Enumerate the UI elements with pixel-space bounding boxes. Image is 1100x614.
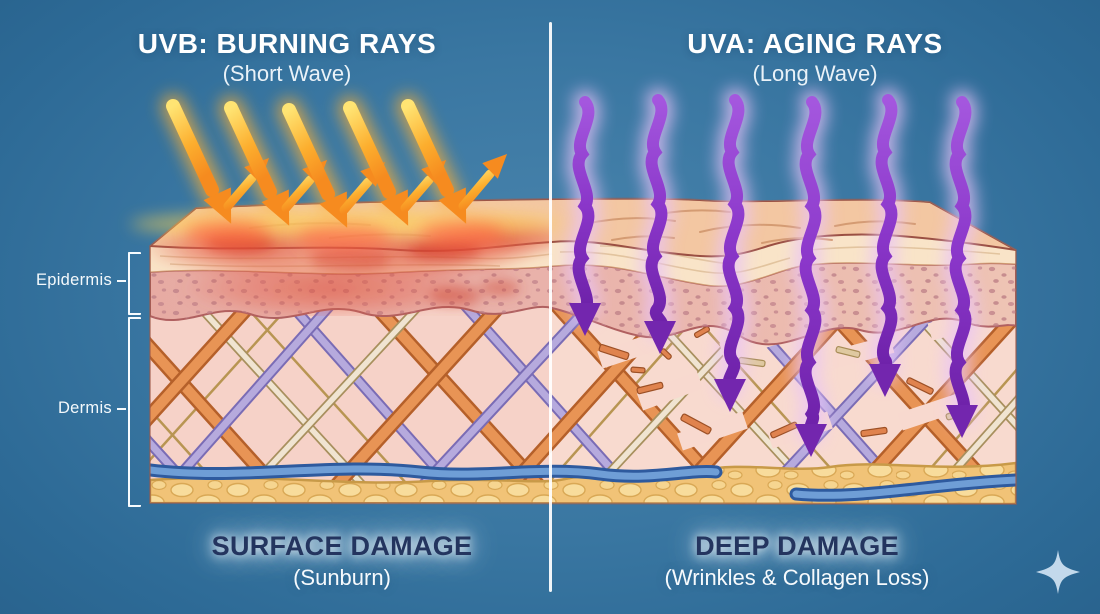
- blood-vessel: [150, 462, 1016, 502]
- dermis-label: Dermis: [57, 399, 112, 417]
- uvb-panel-subtitle: (Short Wave): [222, 61, 352, 86]
- surface-damage-subtitle: (Sunburn): [293, 565, 391, 590]
- uvb-rays: [130, 94, 560, 251]
- panel-divider-line: [549, 22, 552, 592]
- surface-damage-title: SURFACE DAMAGE: [211, 531, 473, 561]
- uva-arrow: [569, 96, 601, 336]
- uva-panel-subtitle: (Long Wave): [752, 61, 878, 86]
- uva-arrow: [946, 96, 978, 438]
- uva-arrow: [869, 94, 901, 397]
- uva-panel-title: UVA: AGING RAYS: [687, 28, 943, 59]
- dermis-bracket: [128, 317, 141, 507]
- epidermis-bracket: [128, 252, 141, 315]
- uvb-panel-title: UVB: BURNING RAYS: [137, 28, 437, 59]
- epidermis-label: Epidermis: [35, 271, 112, 289]
- uva-arrow: [644, 94, 676, 354]
- uva-arrow: [795, 96, 827, 457]
- uvb-ray-glow: [161, 94, 504, 251]
- dermis-label-dash: [117, 408, 126, 410]
- broken-collagen-fragments: [598, 325, 971, 439]
- sparkle-icon: [1036, 550, 1080, 594]
- epidermis-label-dash: [117, 280, 126, 282]
- deep-damage-subtitle: (Wrinkles & Collagen Loss): [664, 565, 930, 590]
- uva-arrow: [714, 94, 746, 412]
- uvb-arrow: [401, 99, 508, 224]
- uva-rays: [566, 88, 978, 457]
- deep-damage-title: DEEP DAMAGE: [695, 531, 899, 561]
